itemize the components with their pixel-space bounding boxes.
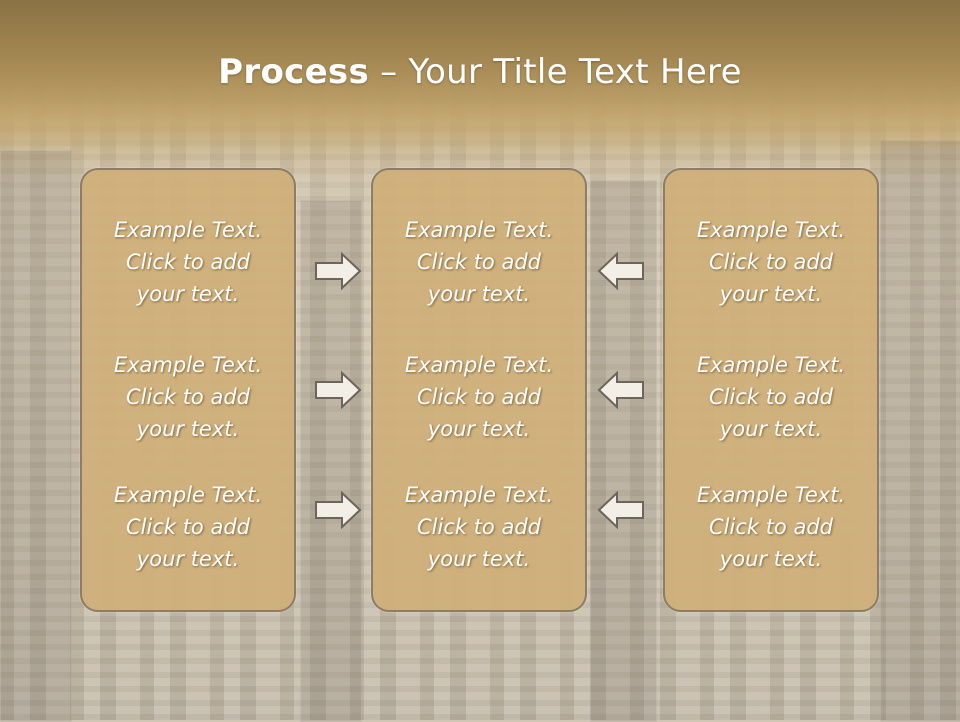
background-building xyxy=(0,150,72,722)
right-arrow-icon xyxy=(315,490,362,530)
background-building xyxy=(300,200,362,722)
title-bold: Process xyxy=(218,52,370,92)
left-arrow-icon xyxy=(597,370,644,410)
title-bar xyxy=(0,0,960,150)
slide-title[interactable]: Process – Your Title Text Here xyxy=(0,52,960,92)
title-rest: – Your Title Text Here xyxy=(369,52,742,92)
right-arrow-icon xyxy=(315,370,362,410)
left-arrow-icon xyxy=(597,251,644,291)
right-arrow-icon xyxy=(315,251,362,291)
left-arrow-icon xyxy=(597,490,644,530)
background-building xyxy=(880,140,960,722)
